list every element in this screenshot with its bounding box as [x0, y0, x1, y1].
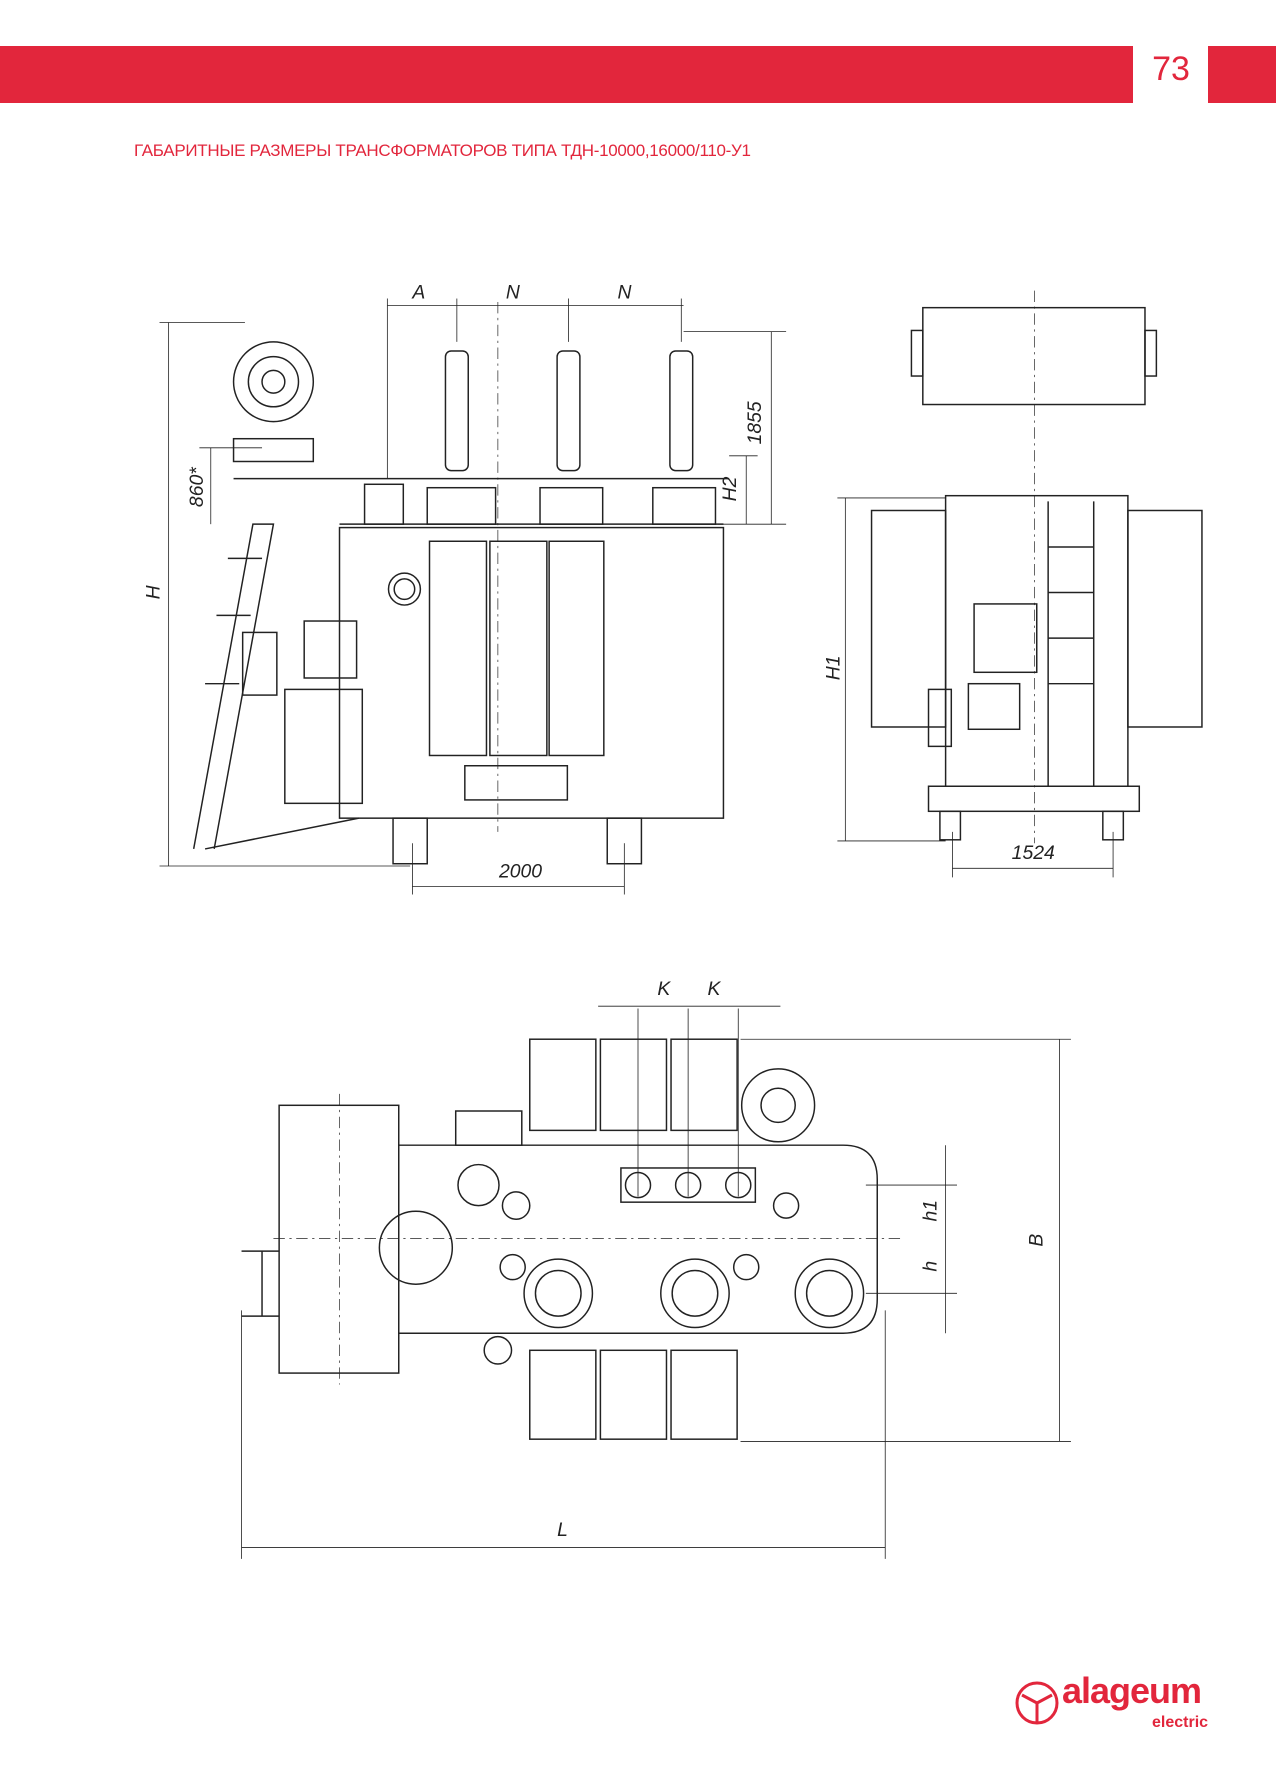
front-view: A N N 1855 H2 860* H 2000 [143, 282, 787, 895]
dim-a: A [411, 282, 425, 304]
dim-n1: N [506, 282, 520, 304]
page-title: ГАБАРИТНЫЕ РАЗМЕРЫ ТРАНСФОРМАТОРОВ ТИПА … [134, 141, 751, 160]
logo-icon [1015, 1681, 1059, 1725]
dim-h1-top: h1 [919, 1200, 941, 1222]
logo-sub: electric [1152, 1714, 1209, 1731]
logo-name: alageum [1062, 1670, 1202, 1711]
dim-k1: K [657, 978, 671, 1000]
dim-h: H [143, 585, 165, 599]
dim-n2: N [617, 282, 631, 304]
header-band [0, 46, 1133, 103]
dim-h-top: h [919, 1261, 941, 1272]
page-number: 73 [1152, 50, 1190, 88]
side-view: H1 1524 [823, 290, 1203, 878]
dim-b: B [1025, 1234, 1047, 1247]
top-view: K K h1 h B L [241, 978, 1071, 1559]
dim-2000: 2000 [498, 860, 542, 882]
dim-1855: 1855 [744, 401, 766, 444]
dim-k2: K [707, 978, 721, 1000]
dim-h1: H1 [823, 656, 845, 681]
dim-1524: 1524 [1012, 842, 1055, 864]
header-band-right [1208, 46, 1276, 103]
dim-860: 860* [186, 466, 208, 507]
dim-l: L [557, 1519, 568, 1541]
company-logo: alageum electric [1014, 1672, 1234, 1738]
dim-h2: H2 [719, 476, 741, 501]
